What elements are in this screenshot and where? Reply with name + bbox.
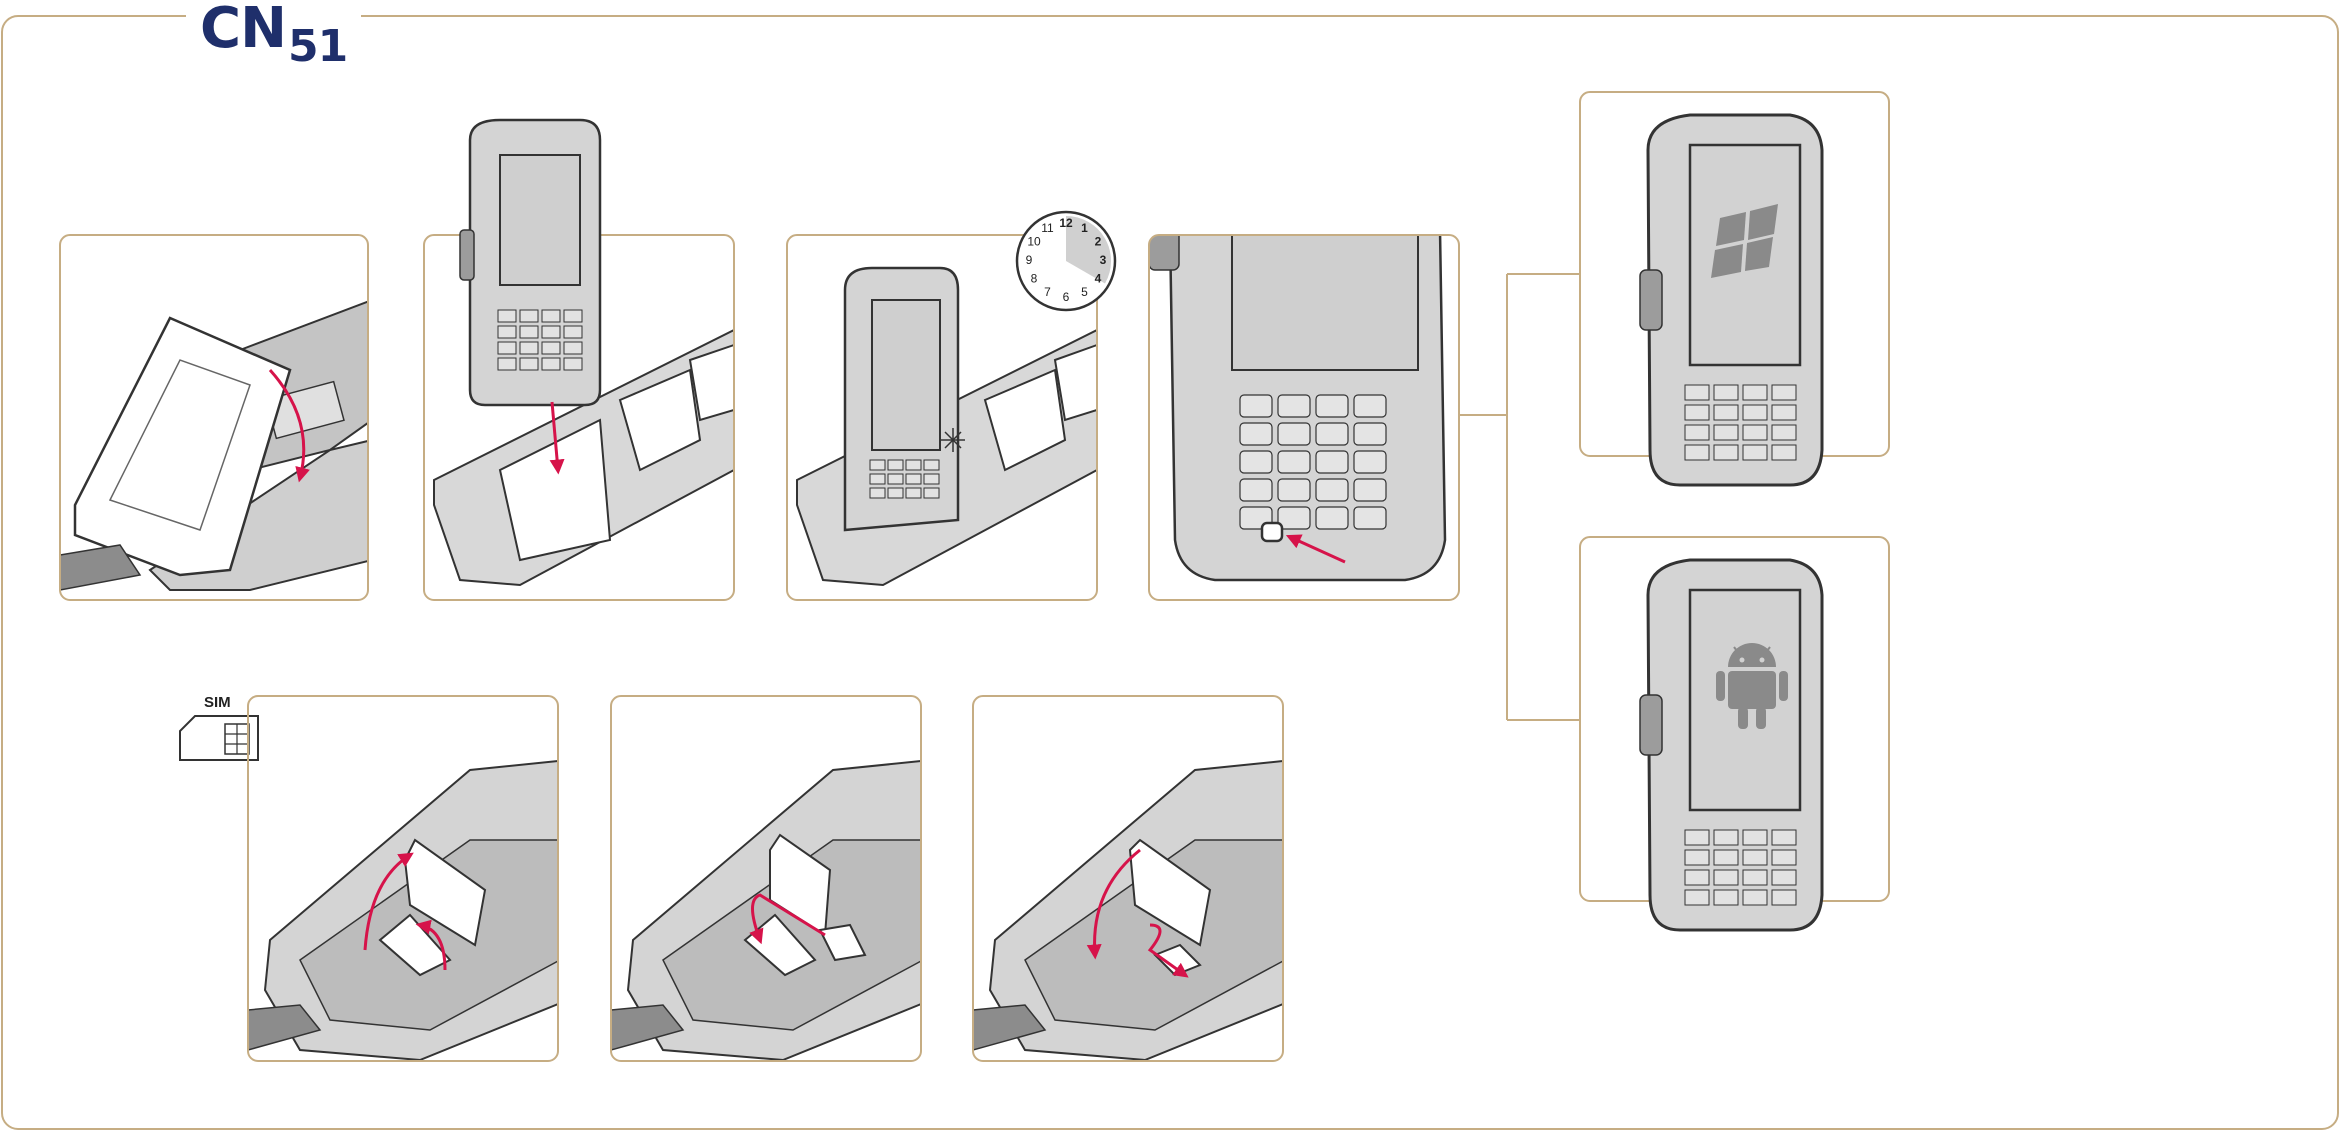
handheld-device bbox=[460, 120, 600, 405]
clock-number: 10 bbox=[1027, 235, 1041, 249]
clock-number: 2 bbox=[1095, 235, 1102, 249]
sim-card-icon bbox=[180, 716, 258, 760]
panel-sim-close bbox=[973, 760, 1293, 1060]
panel-power-button bbox=[1149, 230, 1445, 580]
handheld-device-android bbox=[1640, 560, 1822, 930]
clock-number: 6 bbox=[1063, 290, 1070, 304]
handheld-device-windows bbox=[1640, 115, 1822, 485]
clock-number: 9 bbox=[1026, 253, 1033, 267]
clock-number: 3 bbox=[1100, 253, 1107, 267]
clock-number: 11 bbox=[1041, 221, 1054, 235]
clock-number: 1 bbox=[1081, 221, 1088, 235]
clock-number: 7 bbox=[1044, 285, 1051, 299]
clock-number: 8 bbox=[1031, 272, 1038, 286]
model-number: 51 bbox=[288, 21, 347, 72]
power-button-icon bbox=[1262, 523, 1282, 541]
panel-battery-install bbox=[60, 300, 372, 590]
clock-number: 12 bbox=[1059, 216, 1073, 230]
clock-number: 5 bbox=[1081, 285, 1088, 299]
model-title: CN51 bbox=[186, 0, 361, 64]
clock-number: 4 bbox=[1095, 272, 1102, 286]
handheld-device bbox=[845, 268, 958, 530]
panel-sim-insert bbox=[611, 760, 931, 1060]
os-choice-bracket bbox=[1459, 274, 1580, 720]
model-prefix: CN bbox=[200, 0, 286, 61]
panel-sim-open bbox=[248, 760, 568, 1060]
sim-label: SIM bbox=[204, 694, 231, 711]
panel-charging bbox=[797, 268, 1097, 585]
